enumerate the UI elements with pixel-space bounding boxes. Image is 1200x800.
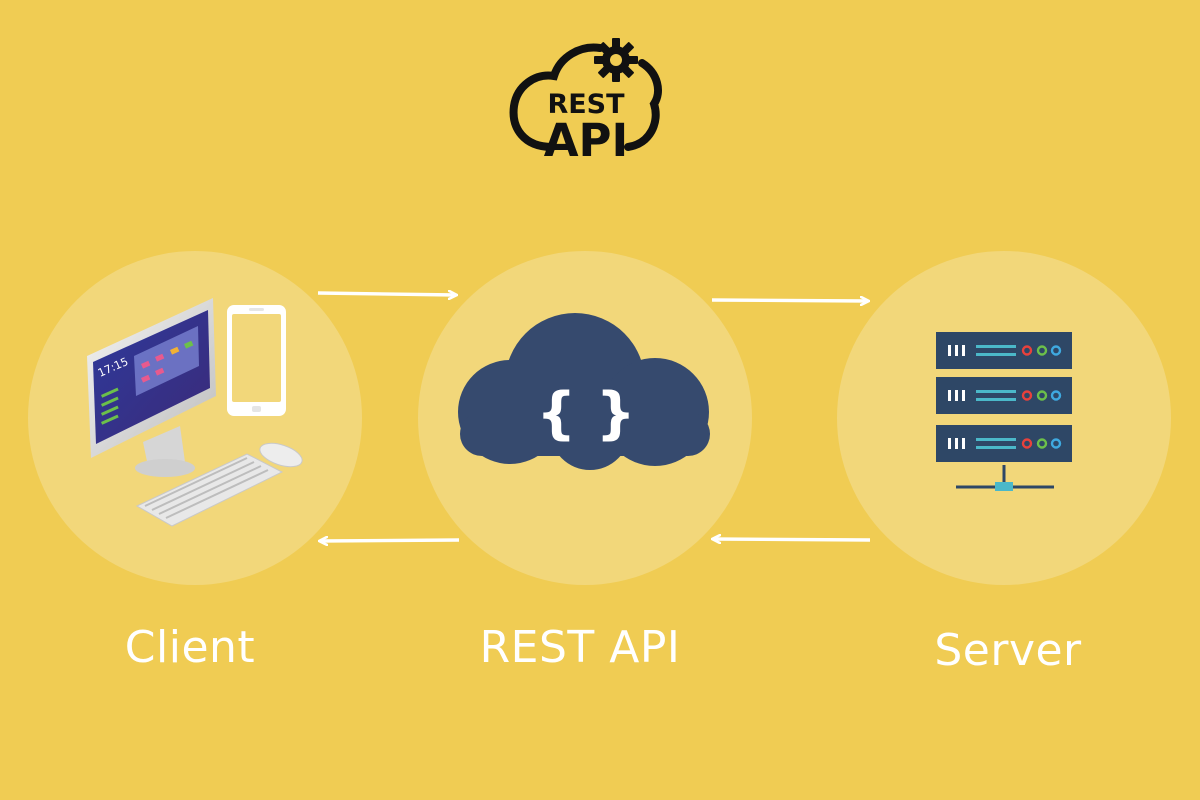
screen-app-icons <box>100 340 194 425</box>
status-led <box>1036 390 1048 401</box>
server-unit <box>936 332 1072 369</box>
server-rack-icon <box>936 332 1072 462</box>
server-label: Server <box>934 625 1082 676</box>
keyboard-keys <box>144 457 269 519</box>
status-led <box>1050 345 1062 356</box>
code-braces-glyph: { } <box>536 381 635 446</box>
server-node-circle <box>837 251 1171 585</box>
status-led <box>1050 438 1062 449</box>
logo-text-api: API <box>544 114 629 167</box>
status-led <box>1036 345 1048 356</box>
arrow-client-to-api <box>317 293 456 295</box>
status-led <box>1021 438 1033 449</box>
server-network-stand <box>956 465 1054 491</box>
arrow-api-to-server <box>711 300 868 301</box>
logo-cloud-outline <box>509 43 604 151</box>
server-unit <box>936 425 1072 462</box>
status-led <box>1021 345 1033 356</box>
arrow-server-to-api <box>713 539 871 540</box>
rest-api-label: REST API <box>479 622 681 673</box>
monitor-stand-base <box>135 459 195 477</box>
server-unit <box>936 377 1072 414</box>
status-led <box>1036 438 1048 449</box>
gear-icon <box>594 38 638 82</box>
logo-cloud-outline-right <box>624 59 662 151</box>
rest-api-logo: REST API <box>509 38 662 167</box>
client-node-circle <box>28 251 362 585</box>
client-label: Client <box>124 622 256 673</box>
desktop-computer-icon: 17:15 <box>87 298 303 527</box>
smartphone-icon <box>227 305 286 416</box>
screen-panel <box>134 326 199 396</box>
arrow-api-to-client <box>320 540 460 541</box>
cloud-code-braces-icon: { } <box>458 313 710 470</box>
status-led <box>1021 390 1033 401</box>
logo-text-rest: REST <box>547 89 625 120</box>
status-led <box>1050 390 1062 401</box>
mouse <box>259 442 303 468</box>
